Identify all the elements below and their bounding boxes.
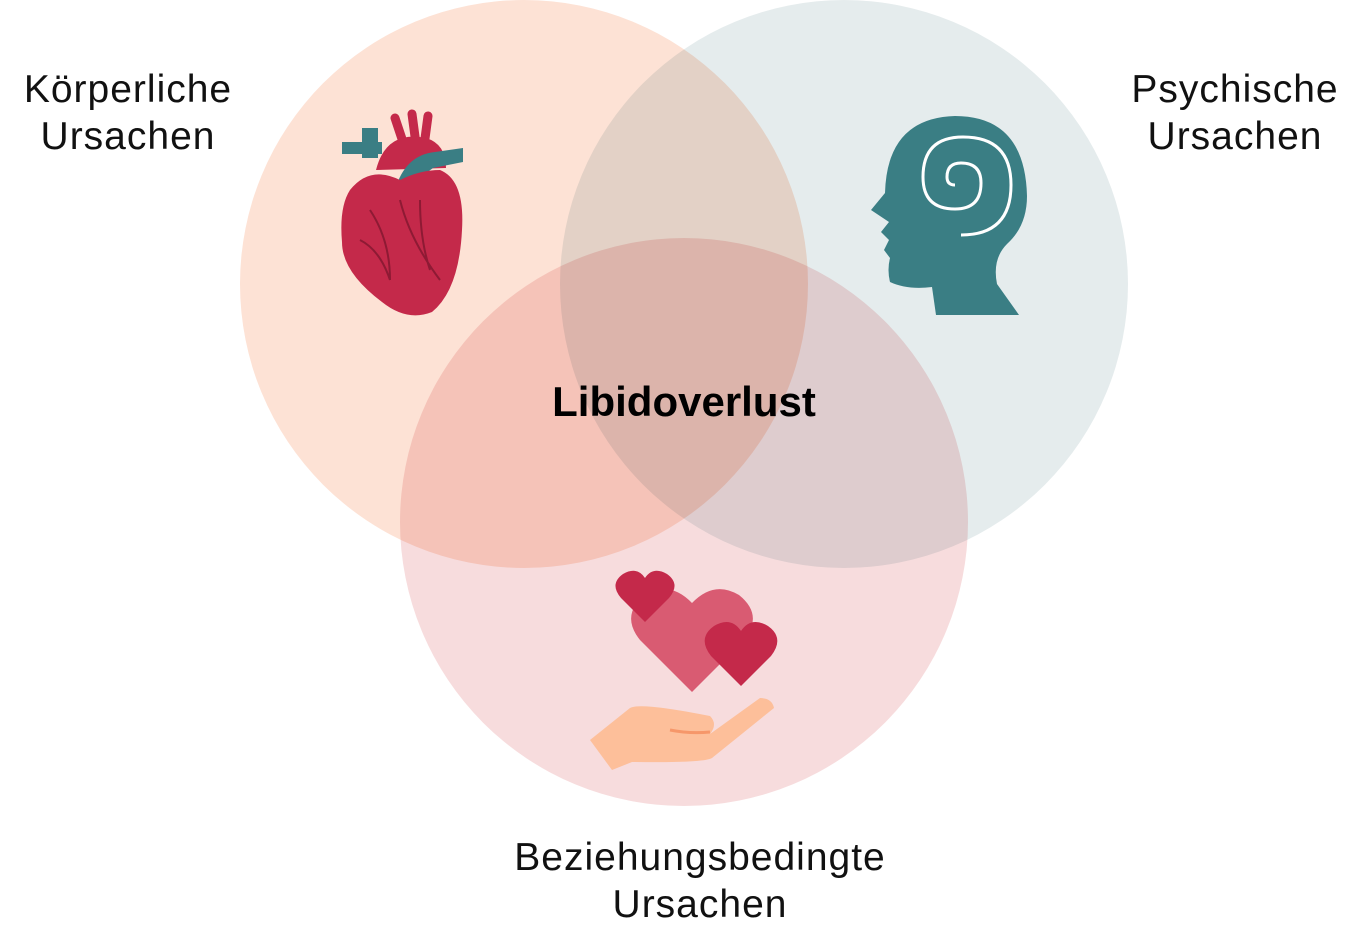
head-spiral-icon: [871, 116, 1027, 315]
anatomical-heart-icon: [341, 109, 463, 316]
label-psychological-line2: Ursachen: [1147, 115, 1323, 158]
label-physical-line2: Ursachen: [40, 115, 216, 158]
label-relationship-line1: Beziehungsbedingte: [514, 836, 886, 879]
label-relationship: Beziehungsbedingte Ursachen: [460, 834, 940, 928]
center-title: Libidoverlust: [552, 378, 816, 425]
label-physical: Körperliche Ursachen: [8, 66, 248, 160]
label-psychological: Psychische Ursachen: [1115, 66, 1355, 160]
label-psychological-line1: Psychische: [1131, 68, 1339, 111]
label-physical-line1: Körperliche: [23, 68, 233, 111]
hand-hearts-icon: [590, 570, 778, 770]
circle-relationship: [400, 238, 968, 806]
label-relationship-line2: Ursachen: [612, 883, 788, 926]
